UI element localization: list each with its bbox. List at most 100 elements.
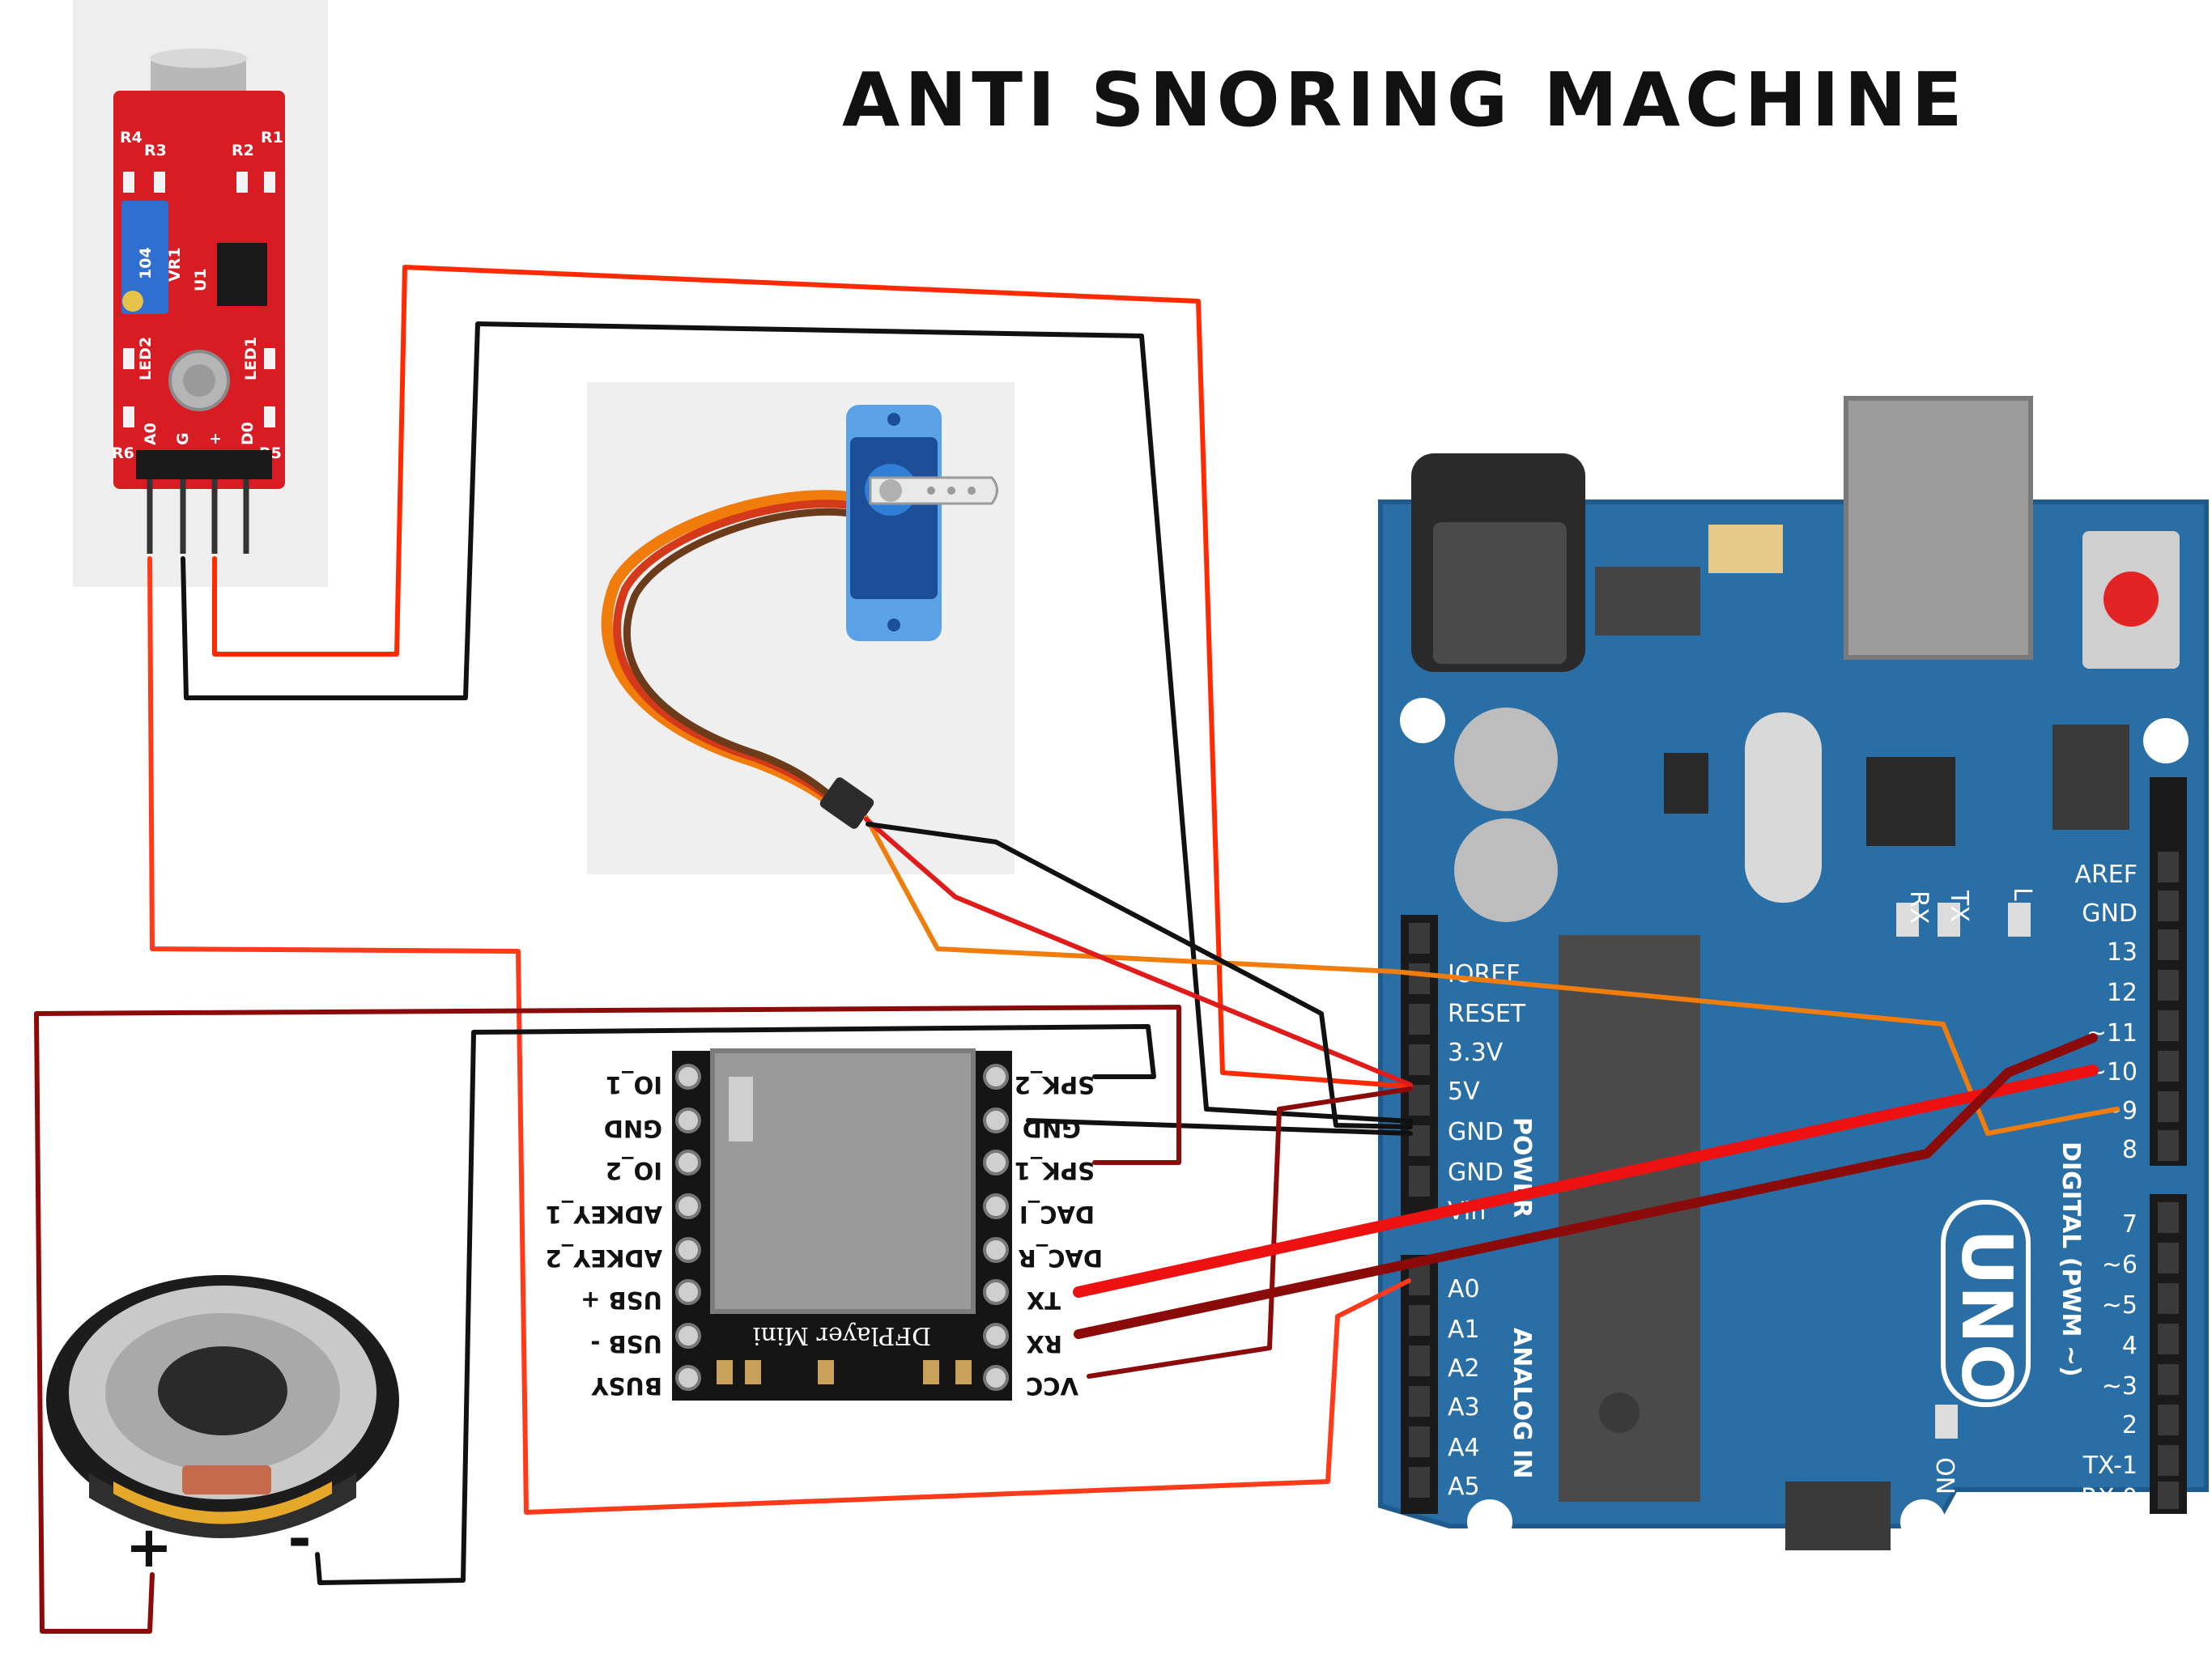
dfplayer-pin-label-busy: BUSY [590,1372,662,1400]
pin-label-a4: A4 [1448,1434,1480,1462]
resistor-label-r3: R3 [144,142,167,159]
voltage-regulator [1595,567,1700,636]
dfplayer-pins-right [983,1064,1009,1391]
op-amp-chip [217,243,267,306]
sound-sensor-module: R4 R3 R2 R1 104 VR1 U1 LED2 LED1 R6 R5 A… [73,0,328,587]
dfplayer-pin-label-io1: IO_1 [606,1071,662,1099]
sensor-pin-label-plus: + [206,432,224,445]
uno-logo-frame [1941,1200,2031,1407]
smd-resistor [123,406,134,427]
pin-label-2: 2 [2122,1411,2138,1439]
smd-resistor [264,406,275,427]
pin-label-12: 12 [2107,979,2138,1007]
capacitor [1454,818,1558,922]
diagram-title: ANTI SNORING MACHINE [842,57,1967,143]
pin-label-tx1: TX-1 [2082,1452,2138,1480]
dfplayer-pin-label-usb-minus: USB - [590,1330,662,1358]
potentiometer [121,201,168,314]
dfplayer-pin-label-dac-i: DAC_I [1019,1201,1095,1228]
pin-label-7: 7 [2122,1210,2138,1239]
dfplayer-pin-label-io2: IO_2 [606,1157,662,1184]
capacitor [1454,708,1558,811]
mounting-hole [1900,1499,1946,1545]
pin-label-4: 4 [2122,1332,2138,1360]
speaker-dust-cap [158,1346,287,1435]
usb-port [1844,396,2033,660]
crystal-oscillator [1745,712,1822,903]
mounting-hole [2143,718,2189,763]
mounting-hole [1467,1499,1512,1545]
dfplayer-pin-label-vcc: VCC [1026,1372,1078,1400]
pin-label-gnd-1: GND [1448,1118,1504,1146]
speaker-terminals [182,1465,271,1494]
pin-label-5v: 5V [1448,1078,1480,1106]
l-led-label: L [2008,887,2036,901]
resistor-label-r2: R2 [232,142,254,159]
sensor-pin-label-a0: A0 [142,423,160,445]
fuse [1708,525,1783,573]
pin-label-gnd-2: GND [1448,1158,1504,1187]
mounting-hole [1400,698,1445,743]
dfplayer-pins-left [675,1064,701,1391]
servo-motor [587,382,1015,874]
pin-label-a3: A3 [1448,1393,1480,1422]
dfplayer-pin-label-spk2: SPK_2 [1015,1071,1095,1099]
wire-servo-signal-to-d9 [864,815,2120,1136]
wire-servo-gnd-to-gnd [866,822,1413,1129]
potentiometer-label: 104 [137,247,155,279]
pin-label-rx0: RX-0 [2081,1484,2138,1512]
arduino-uno-board: RX TX L ON IOREF RESET 3.3V 5V GND GND V… [1378,396,2209,1550]
smd-resistor [236,172,248,193]
icsp-header [2052,725,2129,830]
pin-label-a1: A1 [1448,1316,1480,1344]
wire-dfplayer-vcc-to-5v [1087,1086,1413,1379]
wire-servo-vcc-to-5v [864,817,1413,1087]
wire-dfplayer-tx-to-d10 [1073,1065,2099,1298]
dfplayer-brand-label: DFPlayer Mini [753,1321,931,1350]
pin-label-5: ~5 [2102,1291,2138,1320]
pin-label-a5: A5 [1448,1473,1480,1501]
sensor-header-pins [147,479,249,554]
smd-resistor [264,172,275,193]
uno-logo-text: UNO [1946,1229,2027,1403]
smd-resistor [123,172,134,193]
resistor-label-r4: R4 [120,129,143,147]
servo-photo-background [587,382,1015,874]
speaker-minus-label: - [287,1506,311,1572]
led-indicator [123,348,134,369]
tx-led-label: TX [1945,890,1973,922]
part-label-u1: U1 [192,268,210,291]
dfplayer-mini-module: DFPlayer Mini IO_1 GND IO_2 ADKEY_1 ADKE… [546,1048,1103,1401]
wire-sensor-gnd-to-gnd [181,321,1413,1124]
part-label-led1: LED1 [242,337,260,380]
dfplayer-pin-label-dac-r: DAC_R [1018,1244,1103,1272]
pin-label-aref: AREF [2074,861,2138,889]
smd-resistor [154,172,165,193]
pin-label-gnd-digital: GND [2082,899,2138,928]
analog-section-label: ANALOG IN [1508,1328,1536,1478]
sensor-pin-label-d0: D0 [239,422,257,445]
sensor-pin-label-g: G [174,432,192,445]
dfplayer-pin-label-spk1: SPK_1 [1015,1157,1095,1184]
pin-label-13: 13 [2107,938,2138,967]
part-label-led2: LED2 [137,337,155,380]
dfplayer-pin-label-tx: TX [1027,1286,1061,1314]
rx-led-label: RX [1904,891,1933,924]
pin-label-8: 8 [2122,1136,2138,1164]
servo-body [850,437,938,599]
dfplayer-pin-label-gnd-left: GND [604,1115,662,1142]
wire-spk1-to-speaker-plus [34,1005,1181,1634]
potentiometer-screw [122,291,143,312]
wire-sensor-a0-to-a0 [147,556,1411,1515]
resistor-label-r1: R1 [261,129,283,147]
pin-label-6: ~6 [2102,1251,2138,1279]
icsp-header [1785,1482,1891,1550]
pin-label-reset: RESET [1448,1000,1526,1028]
dfplayer-pin-label-rx: RX [1026,1330,1062,1358]
dfplayer-pin-label-usb-plus: USB + [581,1286,662,1314]
on-led-label: ON [1930,1457,1959,1494]
pin-label-3: ~3 [2102,1372,2138,1401]
resistor-label-r6: R6 [112,444,134,462]
wire-dfplayer-gnd-to-gnd [1026,1118,1413,1136]
